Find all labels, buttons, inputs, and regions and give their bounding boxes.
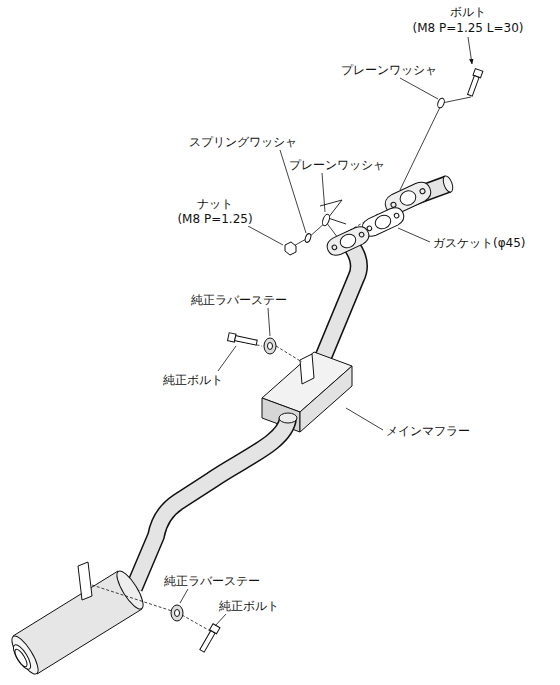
stock-bolt (228, 333, 258, 347)
part-name: ナット (196, 197, 234, 211)
center-line (400, 97, 471, 190)
part-name: スプリングワッシャ (188, 135, 298, 149)
tail-tip (13, 648, 30, 669)
part-name: プレーンワッシャ (340, 63, 438, 77)
rubber-stay (171, 605, 183, 621)
part-name: ボルト (449, 5, 487, 19)
tail-pipe (134, 418, 288, 588)
silencer-hanger (78, 562, 92, 600)
center-line (92, 585, 212, 632)
rubber-stay (175, 610, 180, 617)
part-name: 純正ラバーステー (190, 293, 288, 307)
rubber-stay (264, 338, 276, 354)
tail-tip (10, 642, 33, 671)
plain-washer (321, 213, 331, 226)
tail-pipe (134, 418, 288, 588)
spring-washer (304, 233, 312, 243)
part-spec: (M8 P=1.25 L=30) (412, 21, 525, 35)
part-spec: (M8 P=1.25) (176, 212, 253, 226)
rear-silencer (112, 568, 147, 613)
nut (285, 242, 296, 255)
muffler-outlet (279, 413, 297, 423)
tail-tip (7, 633, 42, 678)
part-name: 純正ボルト (218, 599, 280, 613)
center-line (276, 346, 302, 362)
part-name: 純正ボルト (162, 373, 224, 387)
stock-bolt (199, 624, 220, 653)
part-name: プレーンワッシャ (288, 158, 386, 172)
bolt (466, 69, 483, 97)
inlet-flange (324, 224, 371, 259)
part-name: 純正ラバーステー (163, 574, 261, 588)
inlet-pipe (322, 244, 359, 360)
muffler-hanger (300, 354, 314, 384)
part-name: メインマフラー (385, 424, 471, 438)
pipe-end (441, 175, 454, 194)
rubber-stay (268, 343, 273, 350)
part-name: ガスケット(φ45) (432, 236, 527, 250)
leader-line (180, 37, 472, 626)
inlet-pipe (322, 244, 359, 360)
